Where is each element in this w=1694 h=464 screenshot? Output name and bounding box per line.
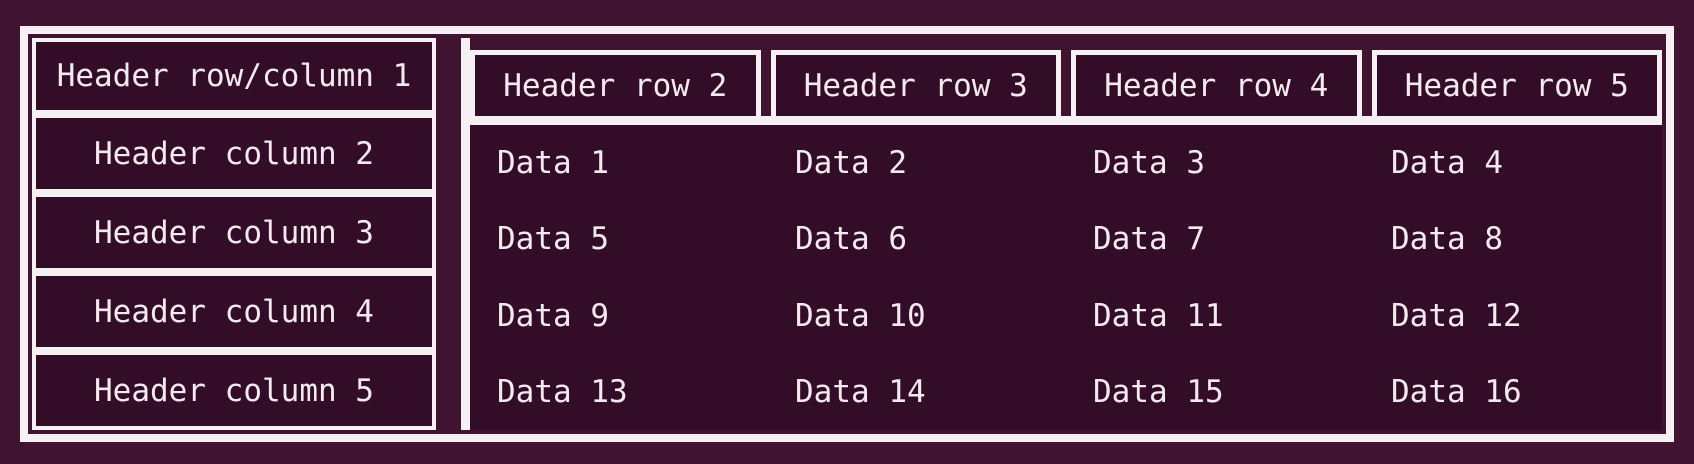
data-cell: Data 12: [1391, 297, 1522, 334]
row-header-cell: Header column 2: [32, 114, 436, 193]
data-cell: Data 10: [795, 297, 926, 334]
row-header-cell: Header column 4: [32, 272, 436, 351]
row-header-column: Header row/column 1 Header column 2 Head…: [32, 38, 436, 430]
column-header-cell: Header row 4: [1071, 50, 1362, 116]
data-cell: Data 1: [497, 145, 609, 182]
column-header-row: Header row 2 Header row 3 Header row 4 H…: [470, 50, 1662, 125]
data-pane: Header row 2 Header row 3 Header row 4 H…: [461, 38, 1662, 430]
data-cell: Data 13: [497, 373, 628, 410]
data-cell: Data 16: [1391, 373, 1522, 410]
column-header-cell: Header row 5: [1371, 50, 1662, 116]
data-cell: Data 7: [1093, 221, 1205, 258]
data-cell: Data 2: [795, 145, 907, 182]
data-cell: Data 14: [795, 373, 926, 410]
data-cell: Data 3: [1093, 145, 1205, 182]
row-header-cell: Header column 3: [32, 193, 436, 272]
column-header-cell: Header row 3: [770, 50, 1061, 116]
data-table: Header row/column 1 Header column 2 Head…: [20, 26, 1674, 442]
data-cell: Data 11: [1093, 297, 1224, 334]
data-cell: Data 9: [497, 297, 609, 334]
column-header-cell: Header row 2: [470, 50, 761, 116]
data-cell: Data 6: [795, 221, 907, 258]
data-cell: Data 8: [1391, 221, 1503, 258]
data-grid: Data 1 Data 2 Data 3 Data 4 Data 5 Data …: [470, 125, 1662, 430]
row-header-cell: Header column 5: [32, 351, 436, 430]
data-cell: Data 4: [1391, 145, 1503, 182]
data-cell: Data 5: [497, 221, 609, 258]
data-cell: Data 15: [1093, 373, 1224, 410]
corner-header-cell: Header row/column 1: [32, 38, 436, 114]
